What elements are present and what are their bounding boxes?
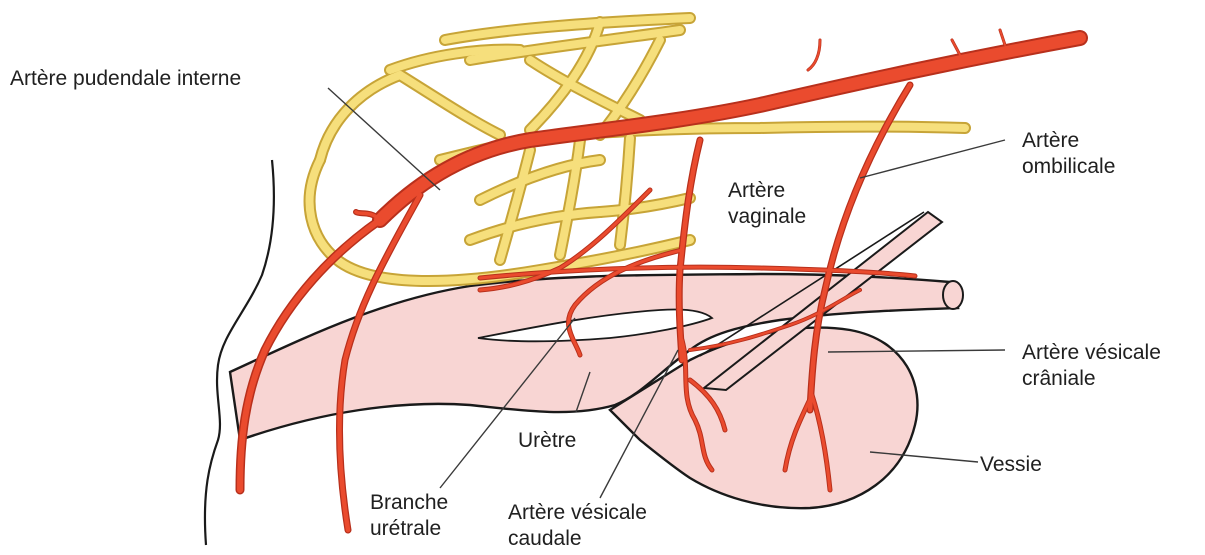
label-urethra-text: Urètre xyxy=(518,428,576,454)
leader-umbilical xyxy=(860,140,1005,178)
label-umbilical-line2: ombilicale xyxy=(1022,154,1115,180)
nerve-plexus xyxy=(310,18,965,281)
label-cranial-vesical: Artère vésicale crâniale xyxy=(1022,340,1161,392)
label-caudal-vesical-line2: caudale xyxy=(508,526,647,552)
label-urethra: Urètre xyxy=(518,428,576,454)
label-cranial-vesical-line1: Artère vésicale xyxy=(1022,340,1161,366)
label-caudal-vesical: Artère vésicale caudale xyxy=(508,500,647,552)
leader-internal-pudendal xyxy=(328,88,440,190)
label-bladder: Vessie xyxy=(980,452,1042,478)
label-cranial-vesical-line2: crâniale xyxy=(1022,366,1161,392)
label-internal-pudendal-text: Artère pudendale interne xyxy=(10,66,241,92)
label-bladder-text: Vessie xyxy=(980,452,1042,478)
label-vaginal: Artère vaginale xyxy=(728,178,806,230)
label-urethral-branch-line1: Branche xyxy=(370,490,448,516)
label-vaginal-line1: Artère xyxy=(728,178,806,204)
label-urethral-branch: Branche urétrale xyxy=(370,490,448,542)
label-vaginal-line2: vaginale xyxy=(728,204,806,230)
label-internal-pudendal: Artère pudendale interne xyxy=(10,66,241,92)
tube-end-cap xyxy=(943,281,963,309)
label-caudal-vesical-line1: Artère vésicale xyxy=(508,500,647,526)
label-urethral-branch-line2: urétrale xyxy=(370,516,448,542)
label-umbilical-line1: Artère xyxy=(1022,128,1115,154)
label-umbilical: Artère ombilicale xyxy=(1022,128,1115,180)
